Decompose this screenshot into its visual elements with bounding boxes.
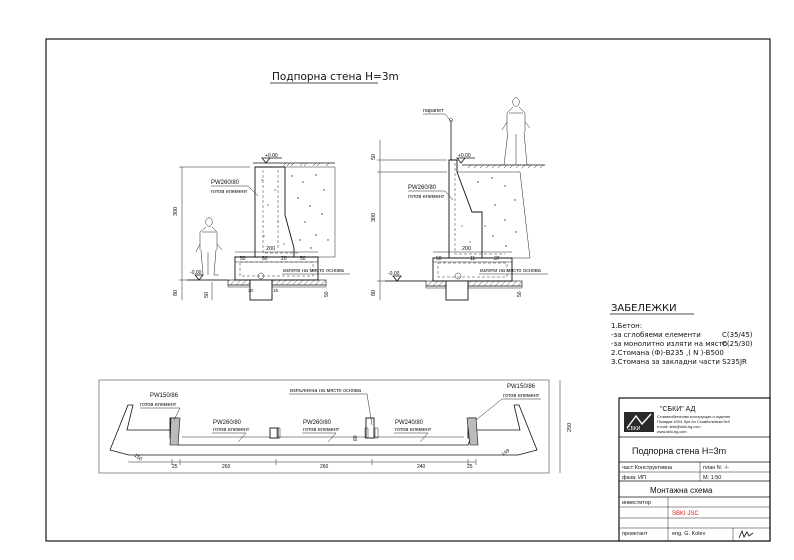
part-label: част:Конструктивна [622,465,673,471]
plan-dim-240: 240 [417,464,426,470]
notes-block: ЗАБЕЛЕЖКИ 1.Бетон: -за сглобяеми елемент… [610,303,753,366]
s2-dim-11: 11 [470,256,475,262]
designer-value: eng. G. Kolev [672,531,706,537]
section-2: парапет +0.00 50 300 80 [371,97,548,301]
plan-ready-a: готов елемент [140,402,177,408]
s2-dim-50: 50 [371,154,377,160]
plan-ready-e: готов елемент [503,393,540,399]
plan-dim-150: 150 [133,453,143,463]
sheet-title: Монтажна схема [650,486,713,495]
plan-dim-250: 250 [567,423,573,432]
s1-dim-300: 300 [173,207,179,216]
s1-dim-200: 200 [266,246,275,252]
plan-pw150b-label: PW150/86 [507,384,536,390]
s1-dim-80: 80 [173,290,179,296]
section-1: +0.00 300 80 50 [173,153,350,301]
title-block: СБКИ "СБКИ" АД Стоманобетонови конструкц… [618,397,771,542]
s2-base-level: -0.00 [388,271,400,277]
plan-dim-25a: 25 [172,464,178,470]
company-line-3: e-mail: sbki@sbki-bg.com [657,425,701,429]
plan-ready-b: готов елемент [213,427,250,433]
company-name: "СБКИ" АД [660,406,696,413]
notes-line-1: 1.Бетон: [611,322,642,330]
s1-pw-label: PW260/80 [211,180,240,186]
plan-number: план N: -/- [703,465,729,471]
plan-dim-25b: 25 [467,464,473,470]
s1-ready-label: готов елемент [211,189,248,195]
company-line-4: www.sbki-bg.com [657,430,687,434]
s2-dim-200: 200 [462,246,471,252]
notes-line-2-grade: C(35/45) [722,331,753,339]
plan-cast-label: изпълнена на място основа [290,388,362,394]
s1-person-figure [195,217,223,276]
s1-dim-50a: 50 [240,256,246,262]
drawing-frame [45,38,771,542]
plan-dim-80: 80 [353,435,359,441]
plan-dim-260a: 260 [222,464,231,470]
s2-parapet-label: парапет [423,108,444,114]
s1-dim-50: 50 [204,292,210,298]
notes-line-5: 3.Стомана за закладни части S235JR [611,358,747,366]
s2-cast-label: изляти на място основа [480,268,542,274]
scale-label: M: 1:50 [703,475,721,481]
plan-dim-149: 149 [501,448,511,458]
client-value: SBKI JSC [672,511,699,517]
s2-dim-37: 37 [494,256,500,262]
plan-pw260b-label: PW260/80 [303,420,332,426]
company-line-2: Пловдив 4004, бул.Ал.Стамболийски №9 [657,420,730,424]
s1-dim-80b: 80 [262,256,268,262]
plan-ready-d: готов елемент [395,427,432,433]
company-logo: СБКИ [624,412,654,432]
s1-dim-50c: 50 [324,291,330,297]
s2-dim-50c: 50 [517,291,523,297]
plan-pw150a-label: PW150/86 [150,393,179,399]
s1-base-level: -0.00 [190,270,202,276]
s1-dim-20: 20 [281,256,287,262]
s2-dim-80: 80 [371,290,377,296]
phase-label: фаза: ИП [622,475,646,481]
investor-label: инвеститор [622,500,651,506]
notes-heading: ЗАБЕЛЕЖКИ [611,303,677,314]
plan-pw260a-label: PW260/80 [213,420,242,426]
s1-dim-15: 15 [273,288,279,293]
company-line-1: Стоманобетонови конструкции и изделия [657,415,730,419]
project-title: Подпорна стена H=3m [632,446,726,456]
s2-dim-50a: 50 [436,256,442,262]
designer-label: проектант [622,531,648,537]
s1-cast-label: изляти на място основа [283,268,345,274]
s2-person-figure [500,97,531,166]
designer-signature [738,529,754,539]
notes-line-3: -за монолитно изляти на място [611,340,727,348]
plan-dim-260b: 260 [320,464,329,470]
s2-top-level: +0.00 [458,153,471,159]
s2-dim-300: 300 [371,213,377,222]
s2-ready-label: готов елемент [408,194,445,200]
s1-dim-50b: 50 [300,256,306,262]
s1-top-level: +0.00 [265,153,278,159]
s1-dim-30: 30 [248,288,254,293]
s2-pw-label: PW260/80 [408,185,437,191]
logo-text: СБКИ [627,426,641,432]
notes-line-3-grade: C(25/30) [722,340,753,348]
plan-ready-c: готов елемент [303,427,340,433]
notes-line-2: -за сглобяеми елементи [611,331,701,339]
notes-line-4: 2.Стомана (Ф)-B235 ,( N )-B500 [611,349,724,357]
plan-pw240-label: PW240/80 [395,420,424,426]
drawing-title: Подпорна стена H=3m [272,71,399,83]
plan-view: изпълнена на място основа PW150/86 готов… [98,379,573,474]
